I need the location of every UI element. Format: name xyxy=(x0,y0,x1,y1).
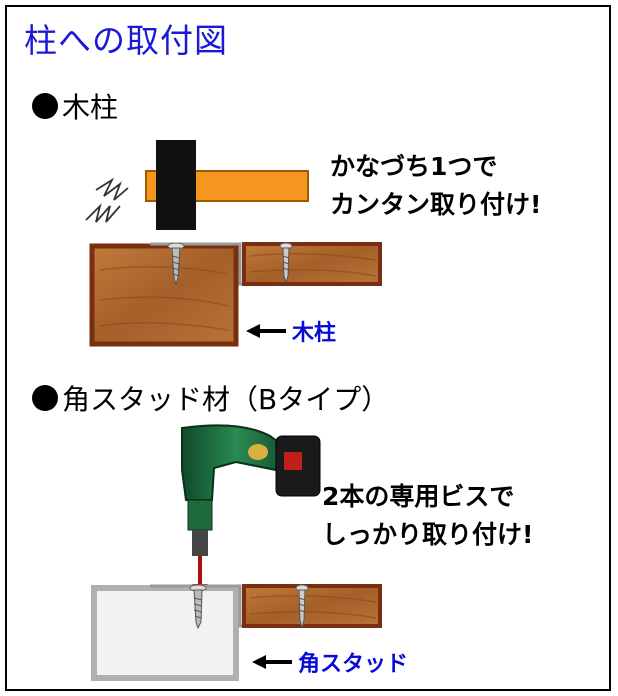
pillar-label-text: 木柱 xyxy=(292,321,337,346)
screw-icon xyxy=(167,242,185,286)
drill-icon xyxy=(181,424,321,592)
section-heading-text: 木柱 xyxy=(62,91,119,124)
screw-icon xyxy=(279,242,293,284)
figure-frame xyxy=(5,5,611,691)
wood-caption: かなづち1つで カンタン取り付け! xyxy=(330,148,541,224)
bullet-icon xyxy=(32,385,58,411)
stud-pillar-label: 角スタッド xyxy=(252,646,408,678)
bullet-icon xyxy=(32,93,58,119)
hammer-icon xyxy=(145,140,309,230)
wood-pillar-block xyxy=(89,243,239,347)
wood-pillar-label: 木柱 xyxy=(246,315,336,347)
caption-line: しっかり取り付け! xyxy=(322,520,534,549)
rail-board xyxy=(242,242,382,286)
stud-caption: 2本の専用ビスで しっかり取り付け! xyxy=(322,478,533,554)
caption-line: 2本の専用ビスで xyxy=(322,482,515,511)
section-stud-heading: 角スタッド材（Bタイプ） xyxy=(32,378,389,418)
screw-icon xyxy=(189,584,207,630)
screw-icon xyxy=(295,584,309,629)
caption-line: カンタン取り付け! xyxy=(330,190,542,219)
caption-line: かなづち1つで xyxy=(330,152,498,181)
pillar-label-text: 角スタッド xyxy=(298,652,409,677)
section-heading-text: 角スタッド材（Bタイプ） xyxy=(62,383,390,416)
arrow-left-icon xyxy=(246,324,286,338)
square-stud-block xyxy=(91,585,239,681)
section-wood-pillar-heading: 木柱 xyxy=(32,86,118,126)
impact-lines-icon xyxy=(85,177,129,223)
rail-board xyxy=(242,584,382,628)
arrow-left-icon xyxy=(252,655,292,669)
page-title: 柱への取付図 xyxy=(24,21,228,60)
